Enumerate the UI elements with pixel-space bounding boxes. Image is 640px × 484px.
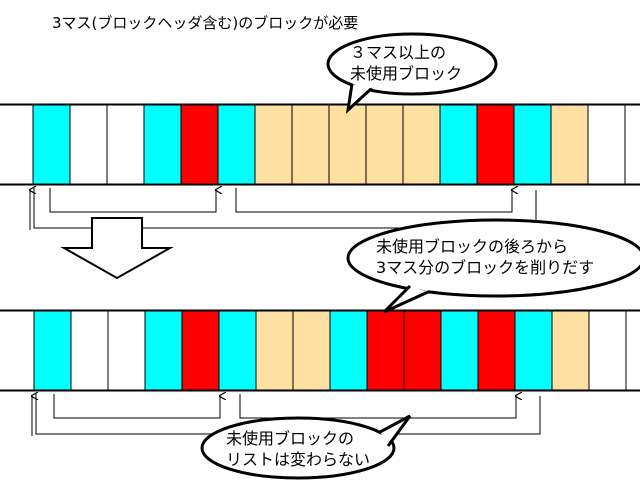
callout-bottom-line-1: 未使用ブロックの — [226, 429, 355, 448]
block-cell-before-10-free — [365, 104, 404, 185]
free-list-links-row-1 — [30, 188, 537, 230]
block-cell-before-11-free — [402, 104, 441, 185]
callout-middle-bubble — [346, 218, 640, 314]
block-cell-after-6-header — [218, 310, 257, 391]
block-cell-before-2-empty — [69, 104, 108, 185]
callout-middle-line-2: 3マス分のブロックを削りだす — [376, 258, 595, 277]
block-cell-before-3-empty — [106, 104, 145, 185]
block-cell-before-6-header — [217, 104, 256, 185]
callout-bottom-line-2: リストは変わらない — [226, 450, 371, 469]
callout-top-bubble — [326, 32, 498, 114]
block-cell-after-14-header — [514, 310, 553, 391]
block-cell-before-5-used — [180, 104, 219, 185]
callout-middle-text: 未使用ブロックの後ろから 3マス分のブロックを削りだす — [376, 236, 594, 278]
block-cell-before-15-free — [550, 104, 589, 185]
block-cell-after-0-empty — [0, 310, 35, 391]
block-cell-before-8-free — [291, 104, 330, 185]
block-cell-after-15-free — [551, 310, 590, 391]
block-cell-after-10-used — [366, 310, 405, 391]
callout-middle-line-1: 未使用ブロックの後ろから — [376, 237, 569, 256]
block-cell-after-4-header — [144, 310, 183, 391]
block-cell-before-7-free — [254, 104, 293, 185]
block-cell-after-5-used — [181, 310, 220, 391]
block-cell-after-12-header — [440, 310, 479, 391]
block-cell-after-9-header — [329, 310, 368, 391]
block-cell-after-11-used — [403, 310, 442, 391]
callout-bottom-bubble — [200, 414, 412, 480]
block-cell-before-4-header — [143, 104, 182, 185]
diagram-title: 3マス(ブロックヘッダ含む)のブロックが必要 — [52, 14, 359, 32]
block-cell-after-13-used — [477, 310, 516, 391]
callout-top-line-2: 未使用ブロック — [350, 64, 463, 83]
block-cell-after-7-free — [255, 310, 294, 391]
block-cell-after-2-empty — [70, 310, 109, 391]
callout-top-line-1: ３マス以上の — [350, 43, 447, 62]
block-cell-before-9-free — [328, 104, 367, 185]
block-cell-after-17-empty — [625, 310, 640, 391]
block-cell-after-1-header — [33, 310, 72, 391]
block-cell-before-17-empty — [624, 104, 640, 185]
block-cell-after-3-empty — [107, 310, 146, 391]
callout-bottom-text: 未使用ブロックの リストは変わらない — [226, 428, 370, 470]
block-cell-before-14-header — [513, 104, 552, 185]
block-cell-after-8-free — [292, 310, 331, 391]
block-cell-before-1-header — [32, 104, 71, 185]
block-cells — [0, 104, 640, 391]
block-cell-before-13-used — [476, 104, 515, 185]
block-cell-before-0-empty — [0, 104, 34, 185]
block-cell-before-16-empty — [587, 104, 626, 185]
transition-down-arrow — [60, 217, 174, 280]
block-cell-before-12-header — [439, 104, 478, 185]
block-cell-after-16-empty — [588, 310, 627, 391]
callout-top-text: ３マス以上の 未使用ブロック — [350, 42, 462, 84]
